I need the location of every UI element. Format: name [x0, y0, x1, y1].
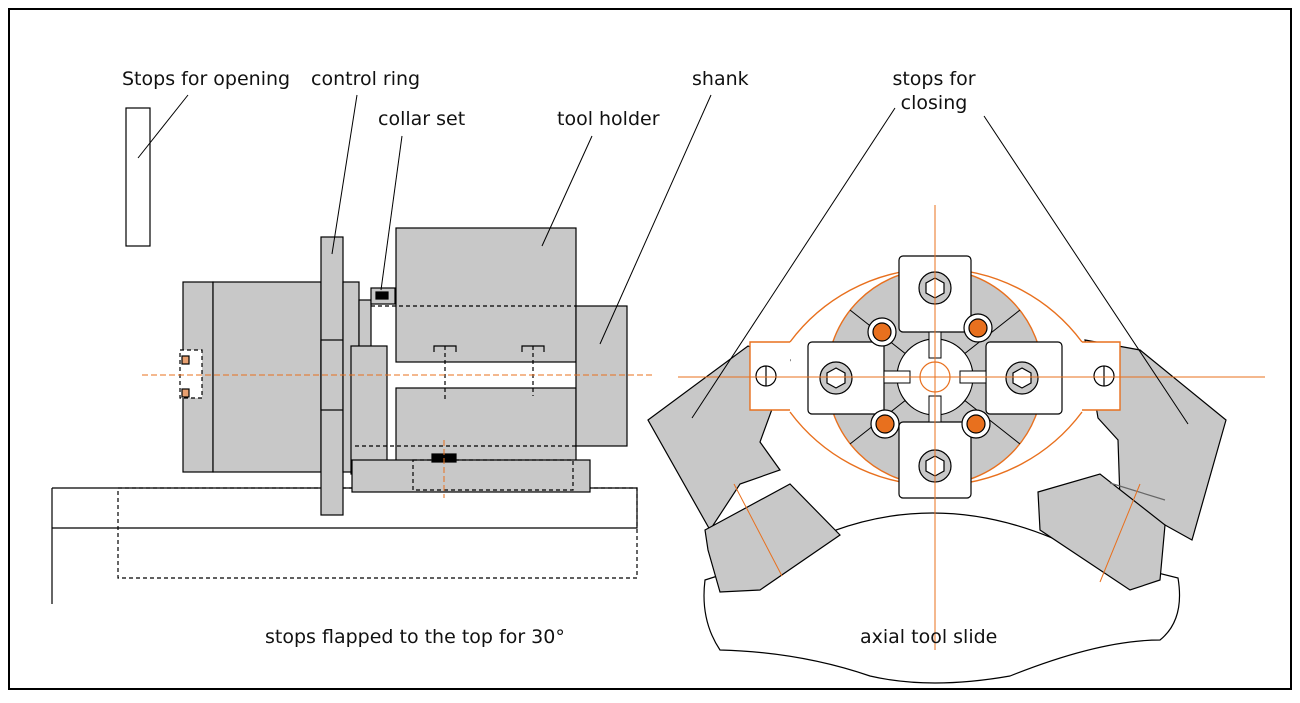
drawing-frame	[8, 8, 1292, 690]
shank-body	[575, 305, 628, 447]
housing-screw-top	[181, 355, 190, 365]
labels: Stops for opening control ring collar se…	[122, 68, 997, 648]
chuck-head	[807, 255, 1063, 499]
jaw-screw-right-hex	[1012, 367, 1032, 389]
label-stops-closing-line1: stops for	[892, 68, 975, 90]
side-view-centerlines	[142, 374, 655, 498]
closing-stop-right-foot	[1037, 473, 1166, 591]
stop-axis-right	[1099, 483, 1141, 583]
side-view	[51, 107, 638, 604]
leader-tool-holder	[541, 135, 593, 247]
tool-holder-bottom	[395, 387, 577, 463]
jaw-screws	[819, 271, 1039, 483]
collar-body	[350, 345, 388, 475]
ring-screw-br-core	[966, 414, 986, 434]
label-shank: shank	[692, 68, 749, 90]
jaw-screw-left-hex	[826, 367, 846, 389]
label-control-ring: control ring	[311, 68, 420, 90]
closing-stop-left-foot	[704, 483, 841, 593]
slide-block	[351, 459, 591, 493]
housing-body	[212, 281, 322, 473]
opening-stop-bar	[125, 107, 151, 247]
leader-lines	[137, 94, 1189, 425]
slide-block-hidden	[412, 459, 574, 491]
leader-control-ring	[331, 94, 358, 255]
closing-stop-right-seam	[1109, 482, 1166, 501]
label-collar-set: collar set	[378, 108, 465, 130]
leader-shank	[599, 94, 712, 345]
label-stops-closing-line2: closing	[901, 92, 968, 114]
collar-set-mark	[375, 291, 389, 300]
label-stops-opening: Stops for opening	[122, 68, 290, 90]
label-axial-tool-slide: axial tool slide	[860, 626, 997, 648]
ring-screws	[867, 313, 993, 439]
leader-closing-left	[691, 107, 896, 419]
label-tool-holder: tool holder	[557, 108, 660, 130]
axial-tool-slide	[703, 512, 1181, 684]
base-rail	[52, 487, 638, 529]
ring-screw-bl-core	[875, 414, 895, 434]
ear-holes	[755, 365, 1115, 387]
housing-screw-bottom	[181, 388, 190, 398]
front-view-centerlines	[678, 205, 1265, 650]
label-stops-flapped: stops flapped to the top for 30°	[265, 626, 565, 648]
leader-collar-set	[380, 135, 403, 291]
ring-screw-tr-core	[968, 318, 988, 338]
stop-axis-left	[733, 483, 783, 577]
leader-closing-right	[983, 115, 1189, 425]
leader-stops-opening	[137, 94, 189, 159]
ring-screw-tl-core	[872, 322, 892, 342]
tool-holder-top	[395, 227, 577, 363]
